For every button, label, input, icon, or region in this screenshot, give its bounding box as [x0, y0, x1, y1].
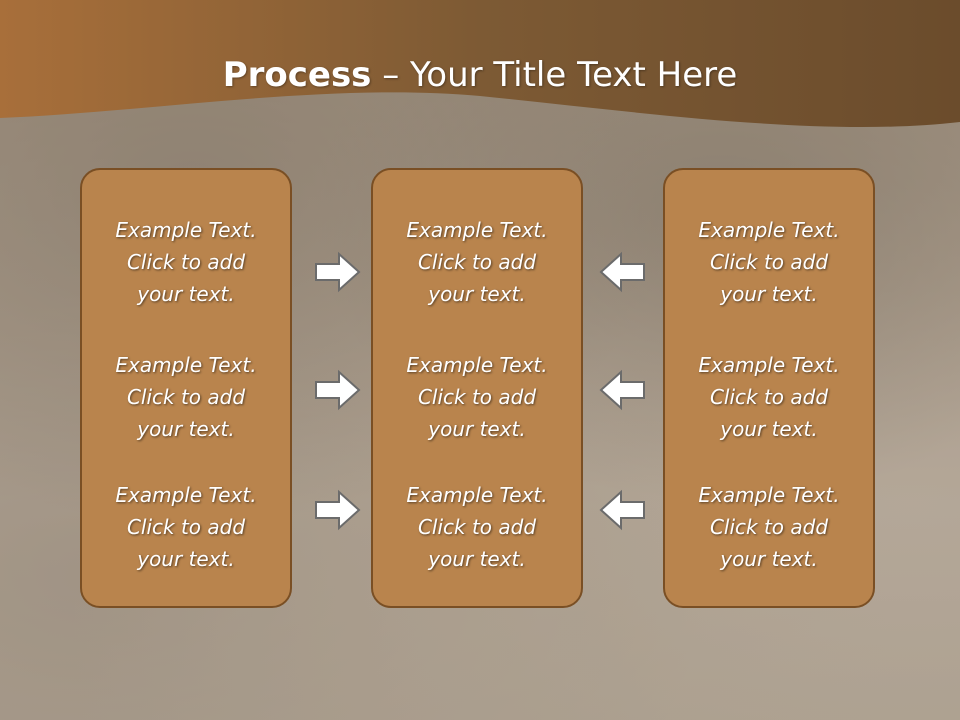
- title-rest: – Your Title Text Here: [371, 55, 738, 95]
- box-text[interactable]: Example Text. Click to add your text.: [698, 218, 840, 306]
- box-text[interactable]: Example Text. Click to add your text.: [698, 483, 840, 571]
- process-box-center[interactable]: Example Text. Click to add your text. Ex…: [371, 168, 583, 608]
- arrow-left-icon: [599, 251, 645, 293]
- title-bold: Process: [222, 55, 372, 95]
- arrow-left-icon: [599, 369, 645, 411]
- arrow-right-icon: [315, 489, 361, 531]
- slide-title[interactable]: Process – Your Title Text Here: [0, 50, 960, 100]
- arrow-right-icon: [315, 369, 361, 411]
- box-text[interactable]: Example Text. Click to add your text.: [406, 353, 548, 441]
- box-text[interactable]: Example Text. Click to add your text.: [406, 218, 548, 306]
- box-text[interactable]: Example Text. Click to add your text.: [115, 353, 257, 441]
- header-banner: [0, 0, 960, 128]
- arrow-right-icon: [315, 251, 361, 293]
- arrow-left-icon: [599, 489, 645, 531]
- box-text[interactable]: Example Text. Click to add your text.: [115, 483, 257, 571]
- process-box-right[interactable]: Example Text. Click to add your text. Ex…: [663, 168, 875, 608]
- box-text[interactable]: Example Text. Click to add your text.: [406, 483, 548, 571]
- box-text[interactable]: Example Text. Click to add your text.: [115, 218, 257, 306]
- box-text[interactable]: Example Text. Click to add your text.: [698, 353, 840, 441]
- process-box-left[interactable]: Example Text. Click to add your text. Ex…: [80, 168, 292, 608]
